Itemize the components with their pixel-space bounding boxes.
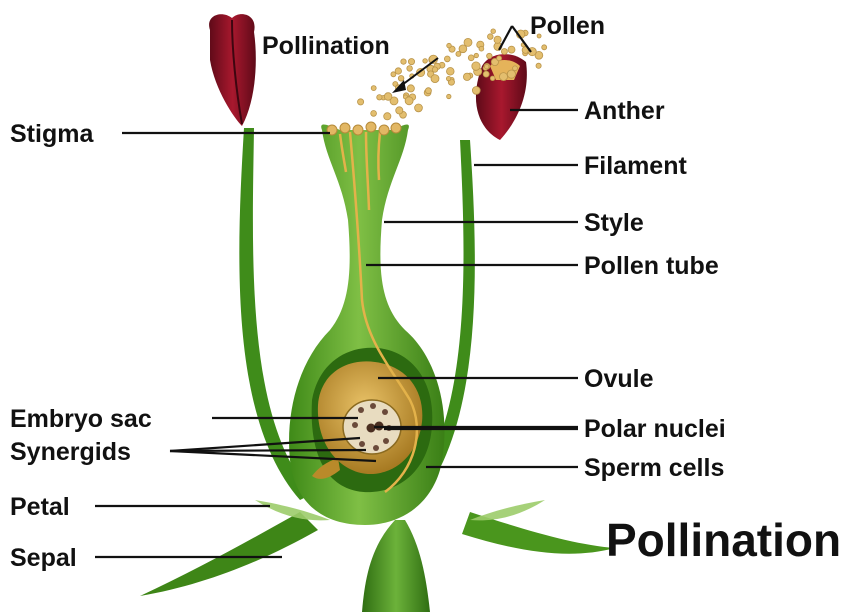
- pollen-grain: [463, 73, 470, 80]
- label-synergids: Synergids: [10, 438, 131, 466]
- pollen-grain: [491, 29, 496, 34]
- pollen-grain: [536, 63, 541, 68]
- pollen-grain: [396, 107, 403, 114]
- pollen-grain: [371, 86, 376, 91]
- pollen-grain: [408, 59, 414, 65]
- pollen-grain: [508, 46, 515, 53]
- label-pollen-tube: Pollen tube: [584, 252, 719, 280]
- pollen-grain: [497, 56, 502, 61]
- pollen-grain: [446, 76, 450, 80]
- pollen-grain: [405, 97, 413, 105]
- pollen-grain: [488, 34, 494, 40]
- pollen-grain: [500, 73, 508, 81]
- pollen-grain: [377, 95, 382, 100]
- label-petal: Petal: [10, 493, 70, 521]
- pollen-grain: [483, 71, 489, 77]
- left-anther: [209, 14, 256, 126]
- pollen-grain: [513, 66, 518, 71]
- pollen-grain: [444, 56, 450, 62]
- pollen-grain: [391, 72, 396, 77]
- label-embryo-sac: Embryo sac: [10, 405, 152, 433]
- pollen-grain: [431, 75, 439, 83]
- pollen-grain: [384, 113, 391, 120]
- pollen-grain: [501, 49, 507, 55]
- pollen-grain: [401, 59, 406, 64]
- pollen-grain: [425, 88, 431, 94]
- pollen-grain: [407, 85, 414, 92]
- pollen-grain: [371, 111, 377, 117]
- label-filament: Filament: [584, 152, 687, 180]
- label-ovule: Ovule: [584, 365, 654, 393]
- label-stigma: Stigma: [10, 120, 94, 148]
- pollen-grain: [487, 53, 492, 58]
- pollen-grain: [485, 65, 489, 69]
- pollen-grain: [479, 46, 484, 51]
- label-style: Style: [584, 209, 644, 237]
- pollen-grain: [358, 99, 364, 105]
- pollen-grain: [432, 67, 437, 72]
- diagram-title: Pollination: [606, 514, 841, 566]
- label-sperm-cells: Sperm cells: [584, 454, 724, 482]
- pollen-grain: [384, 93, 392, 101]
- label-sepal: Sepal: [10, 544, 77, 572]
- pollen-grain: [474, 53, 478, 57]
- sepal-shape: [140, 512, 615, 612]
- pollen-grain: [447, 94, 451, 98]
- pollen-grain: [407, 66, 413, 72]
- pollen-grain: [447, 43, 452, 48]
- pollen-grain: [472, 62, 480, 70]
- pollen-grain: [494, 36, 501, 43]
- pollen-grain: [490, 76, 495, 81]
- label-pollen: Pollen: [530, 12, 605, 40]
- pollen-grain: [447, 68, 455, 76]
- pollen-grain: [398, 76, 404, 82]
- label-anther: Anther: [584, 97, 665, 125]
- pollen-grain: [468, 55, 474, 61]
- pollen-grain: [542, 45, 547, 50]
- pollen-grain: [507, 70, 515, 78]
- pollen-grain: [464, 38, 472, 46]
- pollen-grain: [423, 59, 428, 64]
- label-polar-nuclei: Polar nuclei: [584, 415, 726, 443]
- label-pollination: Pollination: [262, 32, 390, 60]
- pollen-grain: [456, 51, 461, 56]
- pollen-grain: [472, 87, 480, 95]
- pollen-grain: [415, 104, 423, 112]
